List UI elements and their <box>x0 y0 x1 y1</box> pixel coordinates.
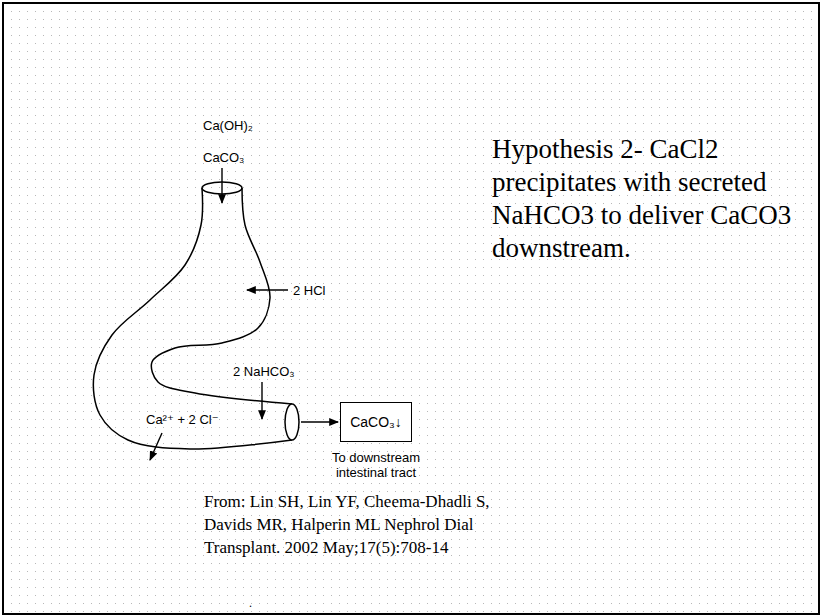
secretion-label: 2 NaHCO₃ <box>233 364 295 379</box>
flow-arrow <box>301 421 338 422</box>
tube-end <box>285 404 299 440</box>
reagent-label: CaCO₃ <box>203 150 244 165</box>
flow-arrow <box>261 382 262 419</box>
stray-mark: . <box>249 596 252 611</box>
flow-arrow <box>247 289 288 290</box>
box-label: CaCO₃↓ <box>350 414 402 430</box>
flow-arrow <box>221 168 222 203</box>
flow-arrow <box>150 433 162 460</box>
tube-outer-wall <box>93 188 292 449</box>
citation-text: From: Lin SH, Lin YF, Cheema-Dhadli S, D… <box>204 490 534 559</box>
hypothesis-text: Hypothesis 2- CaCl2 precipitates with se… <box>492 133 792 265</box>
product-box: CaCO₃↓To downstream intestinal tract <box>340 402 412 442</box>
reagent-label: Ca(OH)₂ <box>203 118 253 133</box>
box-caption: To downstream intestinal tract <box>311 450 441 480</box>
slide-frame <box>3 3 819 614</box>
ion-label: Ca²⁺ + 2 Cl⁻ <box>146 412 219 427</box>
gut-tube <box>93 168 338 460</box>
secretion-label: 2 HCl <box>293 283 326 298</box>
